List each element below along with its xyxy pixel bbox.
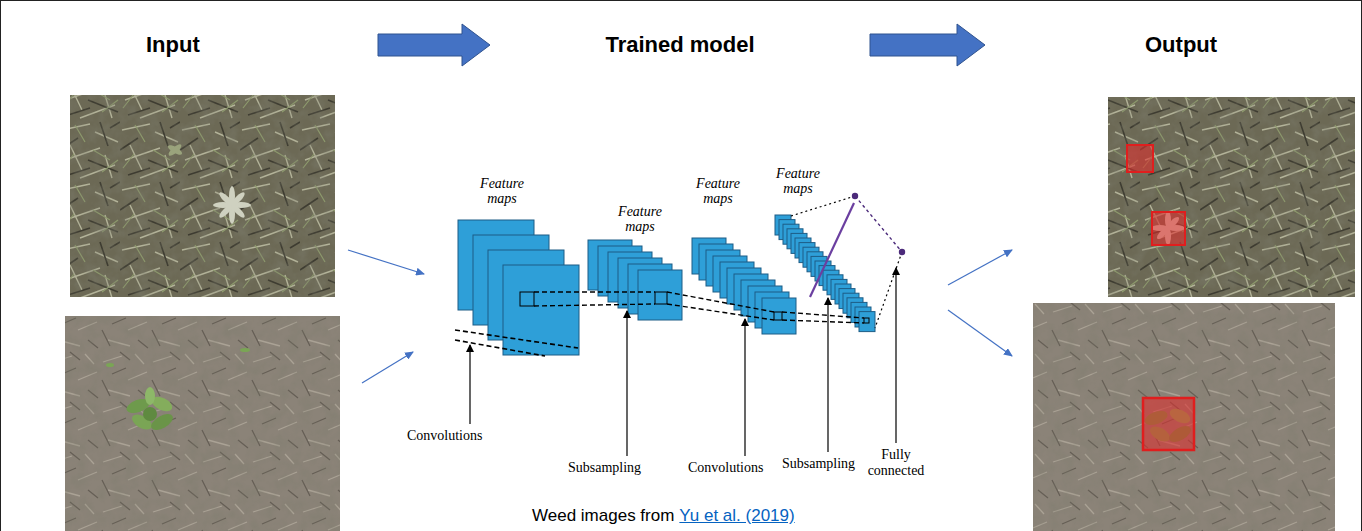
kernel-window [864, 318, 869, 323]
caption-text: Weed images from [532, 506, 674, 526]
fully-connected-link [855, 196, 902, 252]
input-image-top [70, 95, 335, 297]
input-image-bottom [240, 348, 250, 352]
heading-text: Input [146, 32, 200, 58]
input-image-top [70, 95, 335, 297]
cnn-stack-3 [762, 298, 796, 334]
layer-label: Feature maps [612, 204, 668, 235]
kernel-link [534, 292, 864, 323]
operation-label: Subsampling [568, 460, 641, 476]
output-image-top [1127, 145, 1153, 172]
input-image-top [213, 186, 251, 224]
heading-box: Output [985, 27, 1355, 63]
kernel-link [534, 291, 655, 292]
pointer-arrow [470, 268, 896, 456]
operation-label: Subsampling [782, 456, 855, 472]
receptive-field [455, 340, 545, 356]
receptive-field [455, 330, 578, 348]
kernel-link [782, 320, 864, 323]
output-image-bottom [1033, 303, 1335, 531]
output-image-top [1108, 97, 1355, 297]
pointer-arrow [895, 268, 896, 443]
input-image-top [230, 203, 247, 220]
heading-text: Output [1145, 32, 1217, 58]
cnn-stack-1 [503, 265, 579, 355]
fully-connected-link [852, 193, 858, 199]
input-image-bottom [65, 316, 340, 531]
cnn-stack-4 [775, 215, 875, 332]
fully-connected-link [810, 203, 854, 297]
output-image-bottom [1143, 398, 1194, 450]
heading-box: Trained model [490, 27, 870, 63]
operation-label: Convolutions [407, 428, 482, 444]
heading-text: Trained model [605, 32, 754, 58]
input-image-top [167, 143, 184, 156]
kernel-link [534, 304, 655, 306]
input-image-top [167, 143, 183, 158]
fully-connected-link [791, 193, 905, 328]
input-image-bottom [145, 387, 155, 405]
kernel-link [667, 304, 774, 320]
kernel-window [520, 292, 534, 306]
thin-arrow [948, 250, 1012, 285]
output-image-top [1108, 97, 1355, 297]
thin-arrow [362, 352, 413, 383]
pointer-arrow [626, 311, 627, 456]
citation-link: Yu et al. (2019) [679, 506, 794, 526]
input-image-bottom [106, 363, 114, 367]
input-image-top [167, 143, 184, 158]
block-arrow [870, 24, 985, 66]
kernel-window [774, 312, 782, 320]
input-image-bottom [65, 316, 340, 531]
input-image-bottom [143, 407, 157, 421]
operation-label: Fully connected [864, 447, 928, 479]
cnn-stack-1 [458, 220, 579, 355]
cnn-stack-3 [692, 238, 796, 334]
input-image-bottom [65, 316, 340, 531]
kernel-window [655, 292, 667, 304]
heading-box: Input [146, 27, 378, 63]
layer-label: Feature maps [690, 176, 746, 207]
pointer-arrow [744, 319, 745, 456]
kernel-link [667, 292, 774, 312]
output-image-bottom [1033, 303, 1335, 531]
input-image-top [70, 95, 335, 297]
block-arrow [378, 24, 490, 66]
cnn-stack-2 [588, 240, 682, 320]
thin-arrow [948, 310, 1012, 356]
layer-label: Feature maps [474, 176, 530, 207]
cnn-stack-4 [859, 312, 875, 332]
operation-label: Convolutions [688, 460, 763, 476]
thin-arrow [348, 250, 424, 274]
kernel-window [520, 292, 869, 323]
fully-connected-link [875, 252, 902, 328]
fully-connected-link [791, 196, 855, 216]
thin-arrow [348, 250, 1012, 383]
output-image-bottom [1033, 303, 1335, 531]
kernel-link [782, 312, 864, 318]
pointer-arrow [827, 298, 828, 452]
cnn-stack-2 [638, 270, 682, 320]
output-image-top [1108, 97, 1355, 297]
output-image-top [1152, 212, 1185, 245]
pointer-arrow [469, 345, 470, 424]
output-image-top [1151, 211, 1185, 245]
fully-connected-link [899, 249, 905, 255]
receptive-field [455, 330, 578, 356]
layer-label: Feature maps [770, 166, 826, 197]
input-image-bottom [125, 387, 176, 433]
